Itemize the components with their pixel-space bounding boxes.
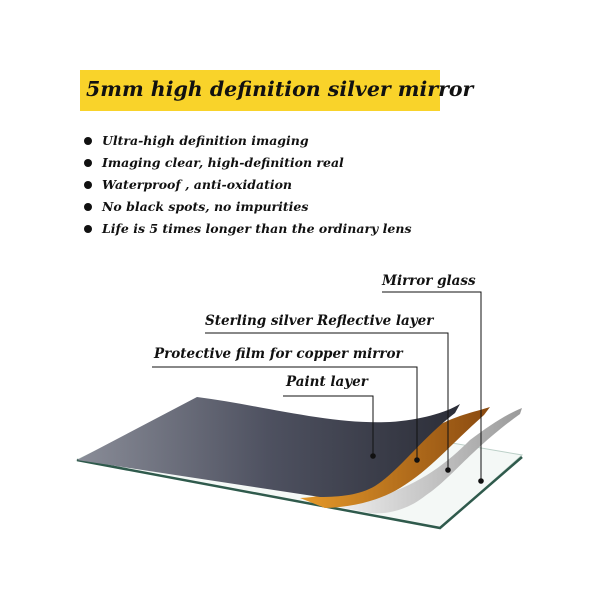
paint-leader — [283, 395, 374, 456]
feature-item: Waterproof , anti-oxidation — [82, 175, 412, 197]
feature-list: Ultra-high definition imaging Imaging cl… — [82, 131, 412, 241]
label-paint-layer: Paint layer — [286, 374, 368, 390]
feature-text: No black spots, no impurities — [102, 199, 309, 214]
marker-dot — [370, 453, 376, 459]
marker-dot — [445, 467, 451, 473]
copper-leader — [152, 366, 418, 460]
silver-layer — [330, 408, 522, 514]
label-mirror-glass: Mirror glass — [382, 273, 476, 289]
feature-text: Ultra-high definition imaging — [102, 133, 309, 148]
marker-dot — [414, 457, 420, 463]
bullet-icon — [84, 225, 92, 233]
label-copper-film: Protective film for copper mirror — [154, 346, 403, 362]
feature-item: Life is 5 times longer than the ordinary… — [82, 219, 412, 241]
paint-layer — [77, 397, 460, 497]
copper-layer — [300, 407, 490, 508]
feature-text: Imaging clear, high-definition real — [102, 155, 344, 170]
bullet-icon — [84, 137, 92, 145]
feature-item: No black spots, no impurities — [82, 197, 412, 219]
bullet-icon — [84, 181, 92, 189]
feature-item: Ultra-high definition imaging — [82, 131, 412, 153]
title: 5mm high definition silver mirror — [86, 77, 474, 101]
feature-item: Imaging clear, high-definition real — [82, 153, 412, 175]
label-silver-layer: Sterling silver Reflective layer — [205, 313, 434, 329]
title-banner: 5mm high definition silver mirror — [80, 70, 473, 111]
bullet-icon — [84, 203, 92, 211]
glass-edge — [76, 456, 523, 530]
marker-dot — [478, 478, 484, 484]
silver-leader — [205, 332, 449, 470]
feature-text: Waterproof , anti-oxidation — [102, 177, 293, 192]
mirror-glass-leader — [382, 291, 482, 481]
bullet-icon — [84, 159, 92, 167]
feature-text: Life is 5 times longer than the ordinary… — [102, 221, 412, 236]
